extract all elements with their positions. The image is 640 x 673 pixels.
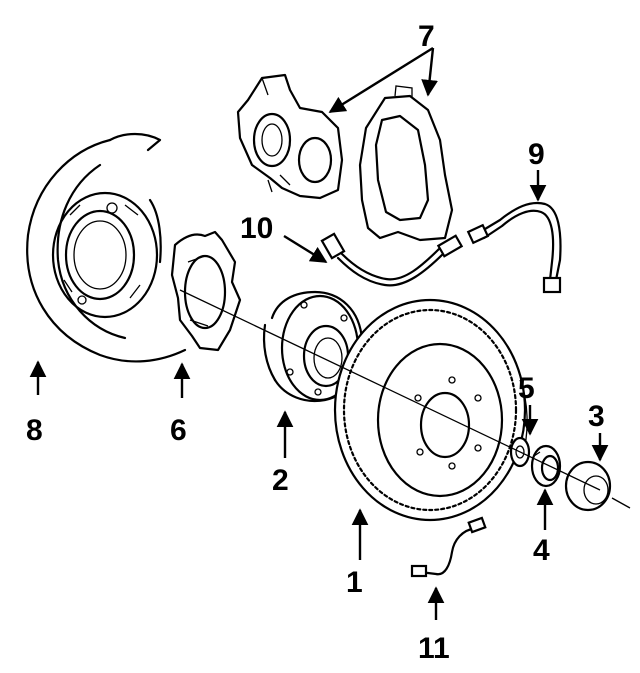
callout-3: 3 xyxy=(588,400,605,433)
nut xyxy=(530,444,562,488)
brake-hose-9 xyxy=(466,201,562,294)
callout-2: 2 xyxy=(272,464,289,497)
callout-6: 6 xyxy=(170,414,187,447)
callout-labels: 7 9 10 8 6 2 1 5 3 4 11 xyxy=(26,20,605,665)
brake-line xyxy=(410,516,487,578)
caliper xyxy=(236,73,344,200)
grease-cap xyxy=(564,460,631,512)
callout-5: 5 xyxy=(518,372,535,405)
callout-1: 1 xyxy=(346,566,363,599)
leader-lines xyxy=(29,46,609,620)
callout-7: 7 xyxy=(418,20,435,53)
rotor xyxy=(333,298,528,522)
brake-hose-10 xyxy=(320,232,464,287)
callout-11: 11 xyxy=(418,632,450,665)
callout-4: 4 xyxy=(533,534,550,567)
callout-8: 8 xyxy=(26,414,43,447)
backing-plate xyxy=(26,132,187,363)
caliper-bracket xyxy=(358,85,454,242)
callout-9: 9 xyxy=(528,138,545,171)
callout-10: 10 xyxy=(240,212,273,245)
axis-line xyxy=(179,289,601,491)
